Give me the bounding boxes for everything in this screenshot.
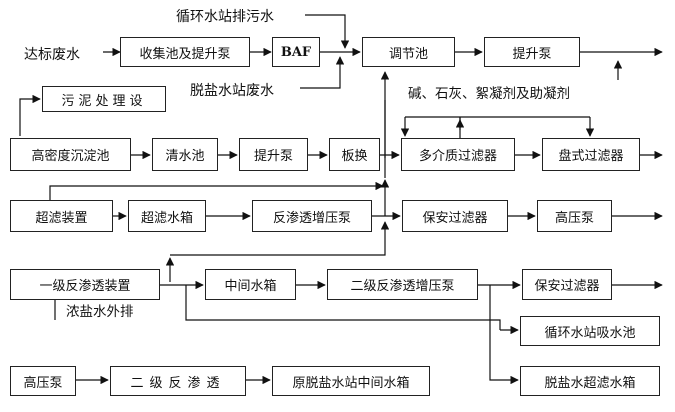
ro-booster-pump-box: 反渗透增压泵 (252, 200, 372, 232)
plate-heat-exchanger-box: 板换 (329, 138, 380, 171)
baf-box: BAF (272, 37, 320, 67)
ro2-booster-pump-box: 二级反渗透增压泵 (327, 269, 478, 300)
regulating-tank-box: 调节池 (362, 37, 455, 67)
collection-tank-lift-pump-box: 收集池及提升泵 (120, 37, 250, 67)
circulating-sewage-label: 循环水站排污水 (176, 9, 274, 25)
lift-pump-mid-box: 提升泵 (239, 138, 308, 171)
secondary-ro-box: 二级反渗透 (110, 366, 246, 396)
high-density-clarifier-box: 高密度沉淀池 (10, 138, 131, 171)
security-filter-2-box: 保安过滤器 (522, 269, 612, 300)
desalination-wastewater-label: 脱盐水站废水 (190, 83, 274, 99)
security-filter-1-box: 保安过滤器 (402, 200, 508, 232)
middle-tank-box: 中间水箱 (205, 269, 296, 300)
high-pressure-pump-1-box: 高压泵 (537, 200, 612, 232)
standard-wastewater-label: 达标废水 (24, 47, 80, 63)
high-pressure-pump-2-box: 高压泵 (10, 366, 76, 396)
original-desalination-middle-tank-box: 原脱盐水站中间水箱 (272, 366, 430, 396)
circulation-suction-tank-box: 循环水站吸水池 (520, 316, 660, 346)
ultrafiltration-device-box: 超滤装置 (10, 200, 113, 232)
disc-filter-box: 盘式过滤器 (542, 138, 640, 171)
clear-water-tank-box: 清水池 (152, 138, 218, 171)
primary-ro-device-box: 一级反渗透装置 (10, 269, 160, 300)
ultrafiltration-tank-box: 超滤水箱 (128, 200, 206, 232)
lift-pump-top-box: 提升泵 (484, 37, 580, 67)
sludge-treatment-box: 污泥处理设 (42, 86, 166, 112)
desalination-uf-tank-box: 脱盐水超滤水箱 (520, 366, 660, 396)
multimedia-filter-box: 多介质过滤器 (401, 138, 515, 171)
brine-discharge-label: 浓盐水外排 (66, 304, 134, 320)
chemicals-label: 碱、石灰、絮凝剂及助凝剂 (408, 86, 570, 102)
